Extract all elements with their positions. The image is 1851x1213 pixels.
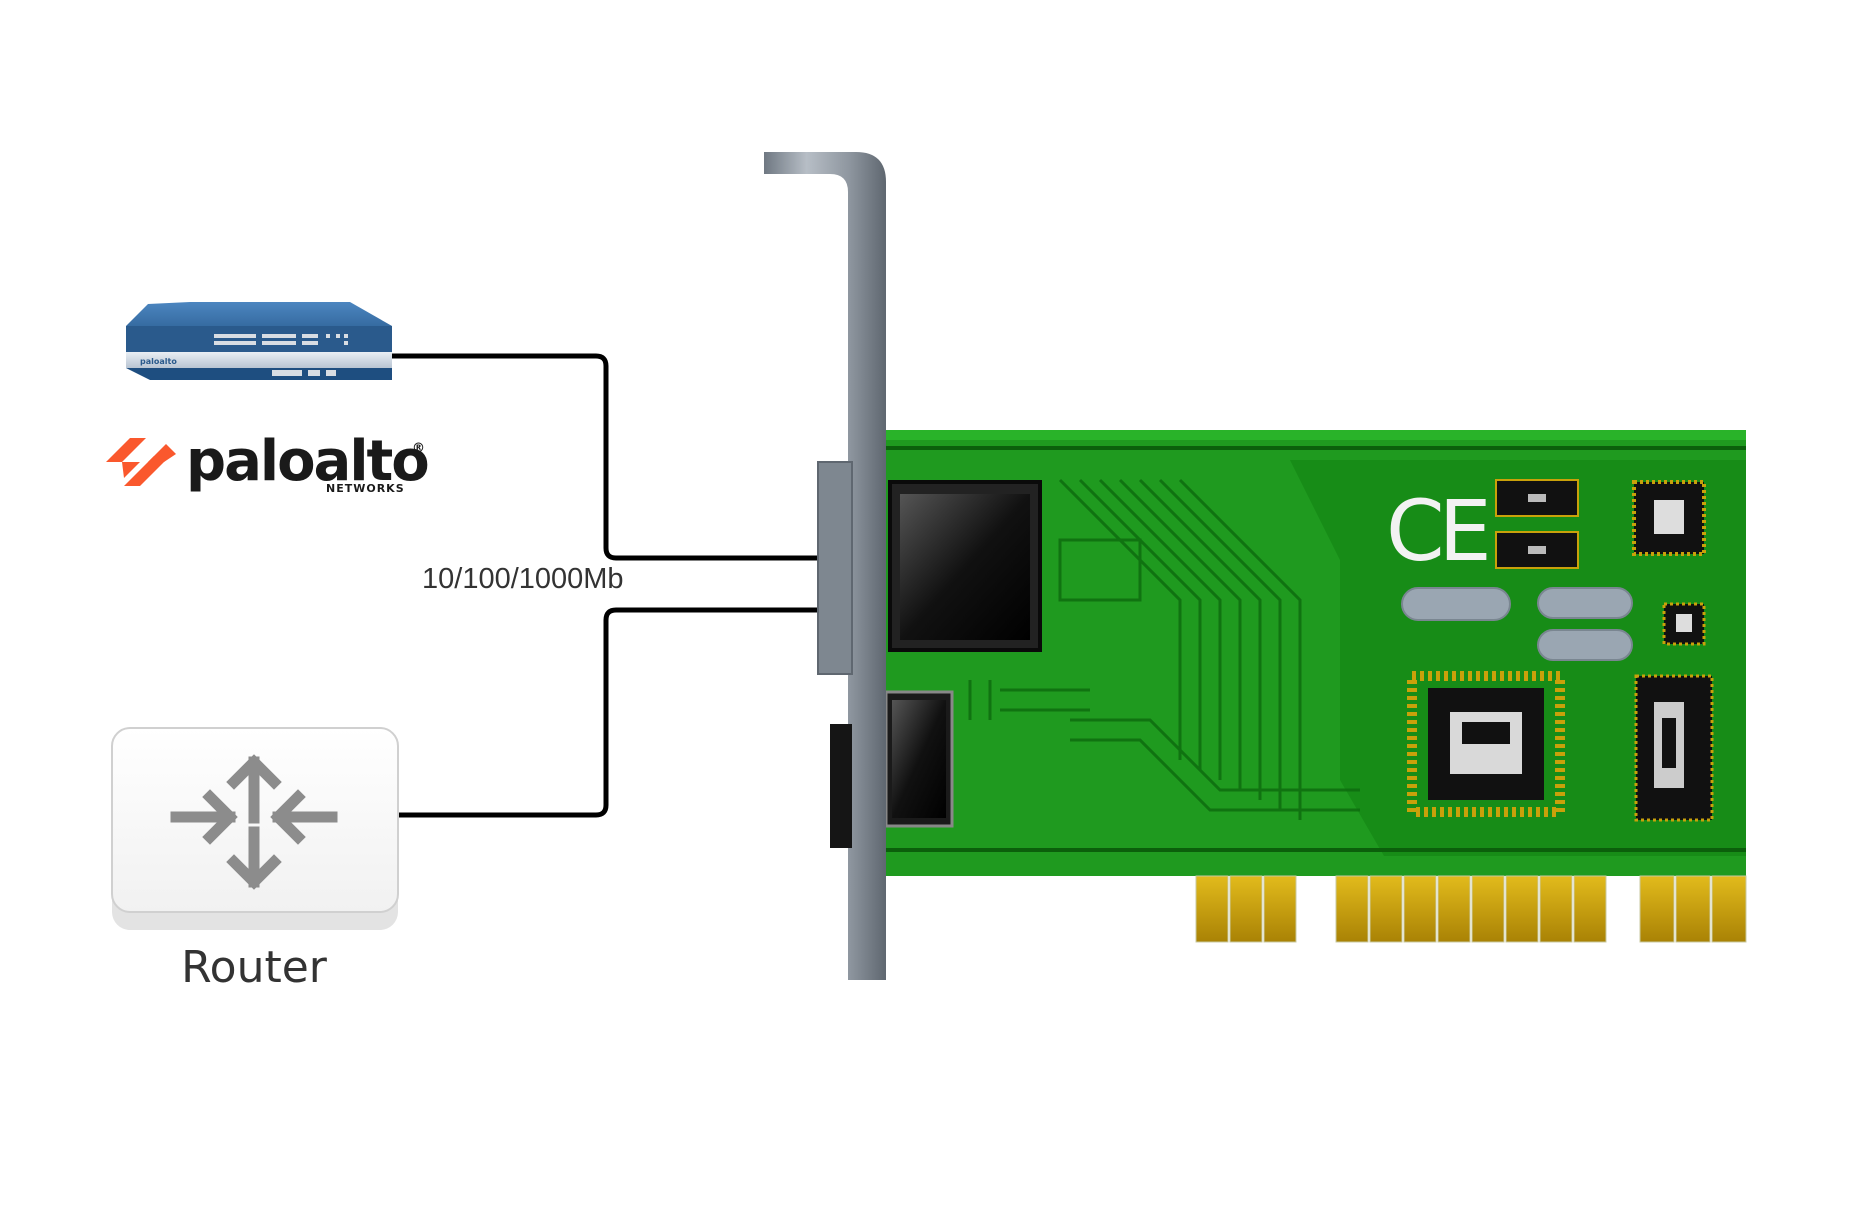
brand-name: paloalto bbox=[186, 429, 428, 494]
network-card-icon: CE bbox=[764, 152, 1747, 980]
ce-mark: CE bbox=[1386, 482, 1487, 580]
router-label: Router bbox=[181, 942, 328, 993]
smd-components bbox=[1495, 479, 1706, 646]
paloalto-logo-icon: paloalto ® NETWORKS bbox=[106, 429, 430, 495]
cable-firewall-to-nic bbox=[392, 353, 818, 561]
memory-chip bbox=[1634, 674, 1714, 822]
brand-subtitle: NETWORKS bbox=[326, 482, 405, 495]
gold-fingers bbox=[1195, 875, 1747, 943]
cable-router-to-nic bbox=[398, 607, 818, 818]
brand-trademark: ® bbox=[412, 441, 425, 456]
firewall-appliance-icon: paloalto bbox=[126, 302, 392, 380]
link-speed-label: 10/100/1000Mb bbox=[422, 563, 624, 595]
device-badge-text: paloalto bbox=[140, 357, 177, 366]
controller-chip bbox=[1407, 671, 1565, 817]
card-bracket bbox=[764, 152, 886, 980]
router-icon bbox=[111, 727, 399, 930]
